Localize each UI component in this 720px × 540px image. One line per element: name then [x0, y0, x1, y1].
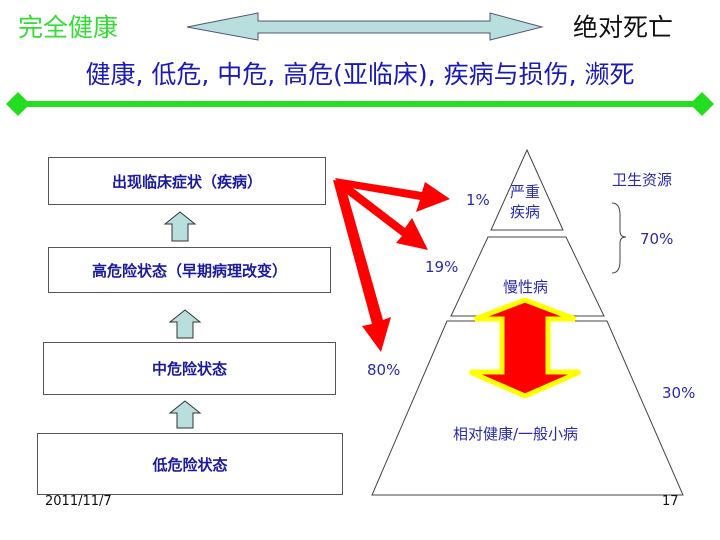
- pct-80: 80%: [367, 361, 401, 379]
- health-spectrum-subtitle: 健康, 低危, 中危, 高危(亚临床), 疾病与损伤, 濒死: [85, 60, 635, 89]
- stage-box-disease: 出现临床症状（疾病）: [48, 157, 326, 205]
- pct-70: 70%: [640, 230, 674, 248]
- health-resources-label: 卫生资源: [612, 171, 673, 189]
- stage-box-high-risk: 高危险状态（早期病理改变）: [48, 247, 331, 293]
- footer-page-number: 17: [662, 494, 679, 509]
- pct-1: 1%: [466, 191, 490, 209]
- pct-19: 19%: [425, 258, 459, 276]
- title-absolute-death: 绝对死亡: [573, 13, 674, 42]
- double-arrow: [186, 12, 544, 41]
- red-arrow-80pct: [333, 180, 391, 352]
- stage-box-low-risk: 低危险状态: [37, 433, 343, 495]
- pyramid-top-label: 严重疾病: [510, 183, 541, 221]
- left-diamond: [6, 92, 30, 116]
- pct-30: 30%: [662, 384, 696, 402]
- brace: [611, 202, 627, 274]
- pyramid-middle: [450, 236, 605, 317]
- pyramid-middle-label: 慢性病: [503, 278, 549, 296]
- right-diamond: [690, 92, 714, 116]
- footer-date: 2011/11/7: [45, 494, 112, 509]
- stage-box-medium-risk: 中危险状态: [43, 342, 336, 395]
- title-complete-health: 完全健康: [18, 13, 119, 42]
- up-arrow-2: [168, 309, 202, 339]
- up-arrow-1: [163, 211, 197, 242]
- red-arrow-19pct: [335, 180, 428, 250]
- up-arrow-3: [168, 400, 202, 429]
- pyramid-top: [490, 148, 564, 231]
- pyramid-bottom-label: 相对健康/一般小病: [453, 425, 579, 443]
- double-arrow-red-yellow: [469, 297, 581, 399]
- red-arrow-1pct: [335, 178, 450, 212]
